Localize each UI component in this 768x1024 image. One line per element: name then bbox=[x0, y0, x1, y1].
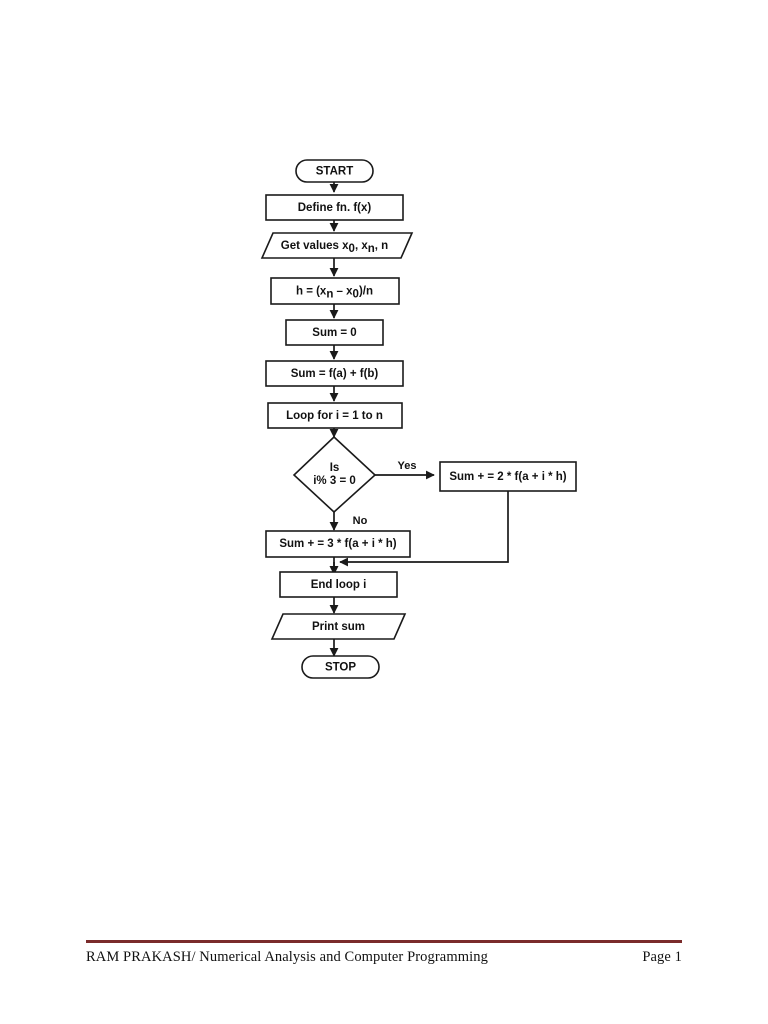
node-get-values[interactable]: Get values x0, xn, n bbox=[260, 232, 414, 259]
node-sum-endpoints[interactable]: Sum = f(a) + f(b) bbox=[265, 360, 404, 387]
edge-label-no: No bbox=[353, 515, 368, 527]
node-loop-start-label: Loop for i = 1 to n bbox=[286, 410, 383, 422]
connector-sum2-to-merge bbox=[339, 491, 509, 567]
node-stop[interactable]: STOP bbox=[301, 655, 380, 679]
node-loop-start[interactable]: Loop for i = 1 to n bbox=[267, 402, 403, 429]
node-print-sum[interactable]: Print sum bbox=[270, 613, 407, 640]
node-define-function-label: Define fn. f(x) bbox=[298, 202, 372, 214]
node-sum-init-label: Sum = 0 bbox=[312, 327, 356, 339]
node-define-function[interactable]: Define fn. f(x) bbox=[265, 194, 404, 221]
node-print-sum-label: Print sum bbox=[312, 621, 365, 633]
footer-row: RAM PRAKASH/ Numerical Analysis and Comp… bbox=[86, 949, 682, 966]
node-decision-modulo-label-line1: Is bbox=[330, 462, 340, 474]
node-sum-odd-term-label: Sum + = 3 * f(a + i * h) bbox=[279, 538, 396, 550]
footer-page-number: Page 1 bbox=[642, 949, 682, 965]
node-sum-odd-term[interactable]: Sum + = 3 * f(a + i * h) bbox=[265, 530, 411, 558]
node-loop-end-label: End loop i bbox=[311, 579, 367, 591]
node-sum-endpoints-label: Sum = f(a) + f(b) bbox=[291, 368, 379, 380]
node-decision-modulo-label-line2: i% 3 = 0 bbox=[313, 475, 356, 487]
node-loop-end[interactable]: End loop i bbox=[279, 571, 398, 598]
node-step-size-label: h = (xn – x0)/n bbox=[296, 286, 373, 301]
node-sum-init[interactable]: Sum = 0 bbox=[285, 319, 384, 346]
node-start[interactable]: START bbox=[295, 159, 374, 183]
footer-divider-rule bbox=[86, 940, 682, 943]
node-start-label: START bbox=[316, 166, 353, 178]
node-step-size[interactable]: h = (xn – x0)/n bbox=[270, 277, 400, 305]
page-footer: RAM PRAKASH/ Numerical Analysis and Comp… bbox=[86, 940, 682, 966]
node-sum-even-term[interactable]: Sum + = 2 * f(a + i * h) bbox=[439, 461, 577, 492]
node-stop-label: STOP bbox=[325, 662, 356, 674]
node-decision-modulo[interactable]: Is i% 3 = 0 bbox=[292, 435, 377, 514]
footer-author-course: RAM PRAKASH/ Numerical Analysis and Comp… bbox=[86, 949, 488, 965]
edge-label-yes: Yes bbox=[398, 460, 417, 472]
node-sum-even-term-label: Sum + = 2 * f(a + i * h) bbox=[449, 471, 566, 483]
node-get-values-label: Get values x0, xn, n bbox=[281, 240, 388, 255]
